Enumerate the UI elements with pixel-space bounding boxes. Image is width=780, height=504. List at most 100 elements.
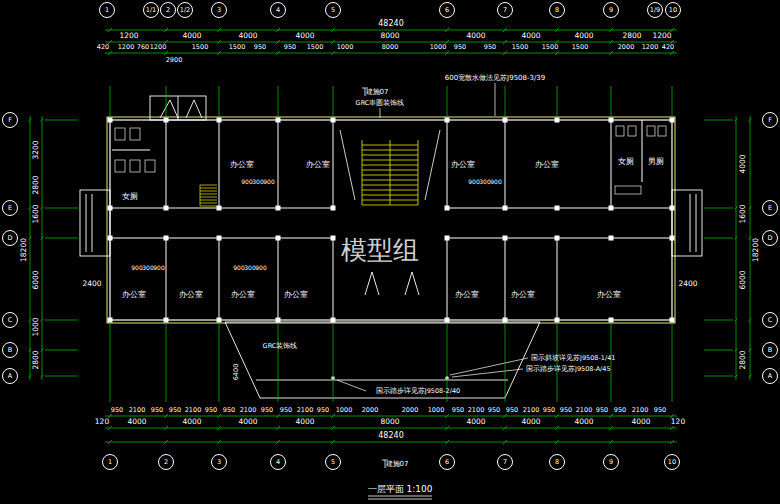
dimension-line	[42, 116, 43, 380]
dimension-text: 1600	[739, 204, 747, 223]
dimension-line	[41, 119, 44, 122]
dimension-text: 900	[153, 265, 164, 271]
dimension-line	[609, 28, 613, 32]
dimension-text: 950	[484, 44, 496, 51]
axis-number: 1/1	[146, 7, 156, 14]
axis-bubble: 6	[439, 2, 455, 18]
axis-number: 7	[503, 459, 507, 466]
axis-bubble: 8	[549, 454, 565, 470]
room-name: 办公室	[597, 291, 621, 299]
dimension-line	[110, 86, 111, 116]
dimension-line	[611, 86, 612, 116]
dimension-text: 4000	[182, 32, 201, 40]
column	[217, 318, 222, 323]
dimension-line	[108, 426, 112, 430]
dimension-line	[333, 86, 334, 116]
dimension-line	[41, 207, 44, 210]
room-area: 办公室	[221, 240, 276, 318]
sink-counter	[615, 186, 641, 194]
axis-bubble: 4	[270, 2, 286, 18]
dimension-line	[749, 319, 752, 322]
drawing-title: 一层平面 1:100	[368, 485, 433, 494]
dimension-text: 120	[671, 418, 685, 426]
column	[164, 206, 169, 211]
dimension-line	[670, 440, 674, 444]
dimension-line	[29, 349, 32, 352]
dimension-text: 4000	[574, 418, 593, 426]
dimension-text: 8000	[382, 44, 399, 51]
dimension-text: 900	[490, 179, 501, 185]
dimension-text: 950	[452, 407, 464, 414]
dimension-line	[278, 324, 279, 402]
dimension-text: 950	[543, 407, 555, 414]
column	[609, 206, 614, 211]
column	[609, 318, 614, 323]
dimension-text: 950	[280, 407, 292, 414]
dimension-line	[555, 28, 559, 32]
dimension-line	[735, 349, 738, 352]
dimension-line	[670, 426, 674, 430]
dimension-text: 1000	[428, 407, 445, 414]
dimension-text: 420	[97, 44, 109, 51]
dimension-line	[30, 116, 31, 380]
dimension-line	[445, 414, 449, 418]
toilet	[647, 126, 655, 136]
dimension-text: 4000	[631, 418, 650, 426]
dimension-line	[611, 324, 612, 402]
dimension-text: 300	[244, 265, 255, 271]
axis-number: D	[7, 235, 12, 242]
dimension-text: 4000	[295, 32, 314, 40]
column	[503, 206, 508, 211]
room-name: 女厕	[618, 158, 634, 166]
dimension-text: 900	[233, 265, 244, 271]
drawing-ref: 建施07	[366, 89, 389, 96]
axis-bubble: E	[762, 200, 778, 216]
dimension-line	[503, 51, 507, 55]
dimension-line	[735, 319, 738, 322]
dimension-line	[672, 86, 673, 116]
dimension-line	[276, 426, 280, 430]
dimension-line	[749, 237, 752, 240]
axis-number: B	[8, 347, 12, 354]
room-area: 办公室	[221, 122, 276, 206]
note-text: 600宽散水做法见苏J9508-3/39	[445, 75, 546, 82]
column	[670, 318, 675, 323]
column	[164, 236, 169, 241]
axis-bubble: 10	[665, 2, 681, 18]
dimension-text: 1500	[542, 44, 559, 51]
dimension-text: 4000	[739, 154, 747, 173]
dimension-text: 2000	[362, 407, 379, 414]
dimension-line	[331, 440, 335, 444]
axis-number: 9	[609, 7, 613, 14]
dimension-text: 4000	[466, 32, 485, 40]
note-text: 国示斜坡详见苏J9508-1/41	[531, 355, 615, 362]
dimension-line	[108, 51, 112, 55]
side-entrance	[80, 190, 110, 256]
dimension-text: 950	[254, 44, 266, 51]
column	[609, 236, 614, 241]
axis-bubble: 5	[325, 2, 341, 18]
axis-bubble: 7	[497, 454, 513, 470]
axis-bubble: 3	[211, 2, 227, 18]
dimension-text: 950	[169, 407, 181, 414]
column	[609, 118, 614, 123]
column	[217, 206, 222, 211]
axis-bubble: 7	[497, 2, 513, 18]
room-name: 办公室	[455, 291, 479, 299]
axis-bubble: 8	[549, 2, 565, 18]
room-area: 办公室	[559, 240, 670, 318]
dimension-text: 1200	[119, 32, 138, 40]
column	[217, 236, 222, 241]
column	[217, 118, 222, 123]
dimension-text: 950	[560, 407, 572, 414]
dimension-line	[45, 120, 78, 121]
column	[555, 206, 560, 211]
dimension-line	[45, 350, 78, 351]
side-steps	[86, 194, 92, 252]
dimension-text: 1500	[512, 44, 529, 51]
generated-linework	[29, 28, 752, 444]
dimension-line	[276, 414, 280, 418]
toilet	[658, 126, 666, 136]
axis-number: 1	[105, 7, 109, 14]
column	[276, 236, 281, 241]
